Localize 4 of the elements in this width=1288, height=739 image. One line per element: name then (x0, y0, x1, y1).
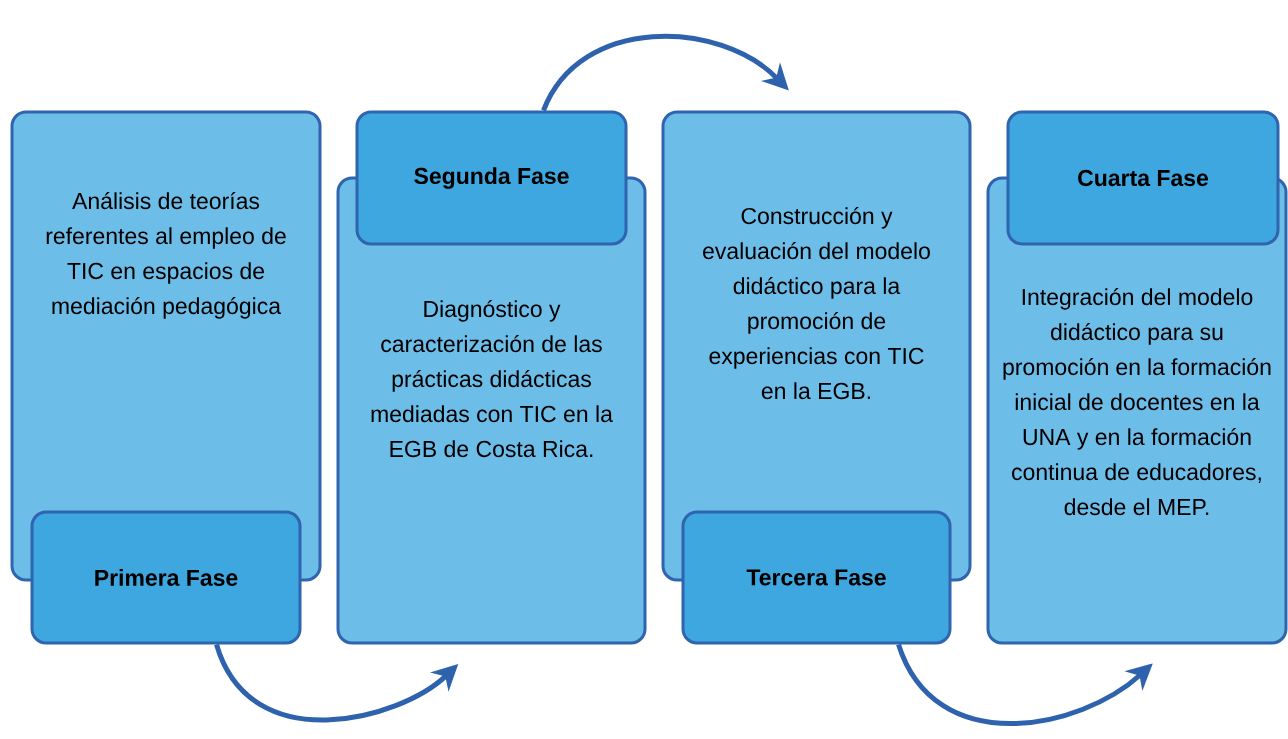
phase-tab: Primera Fase (30, 510, 302, 645)
phase-tab: Segunda Fase (355, 110, 628, 246)
phase-tab: Tercera Fase (681, 510, 952, 645)
phase-tab: Cuarta Fase (1006, 110, 1280, 246)
